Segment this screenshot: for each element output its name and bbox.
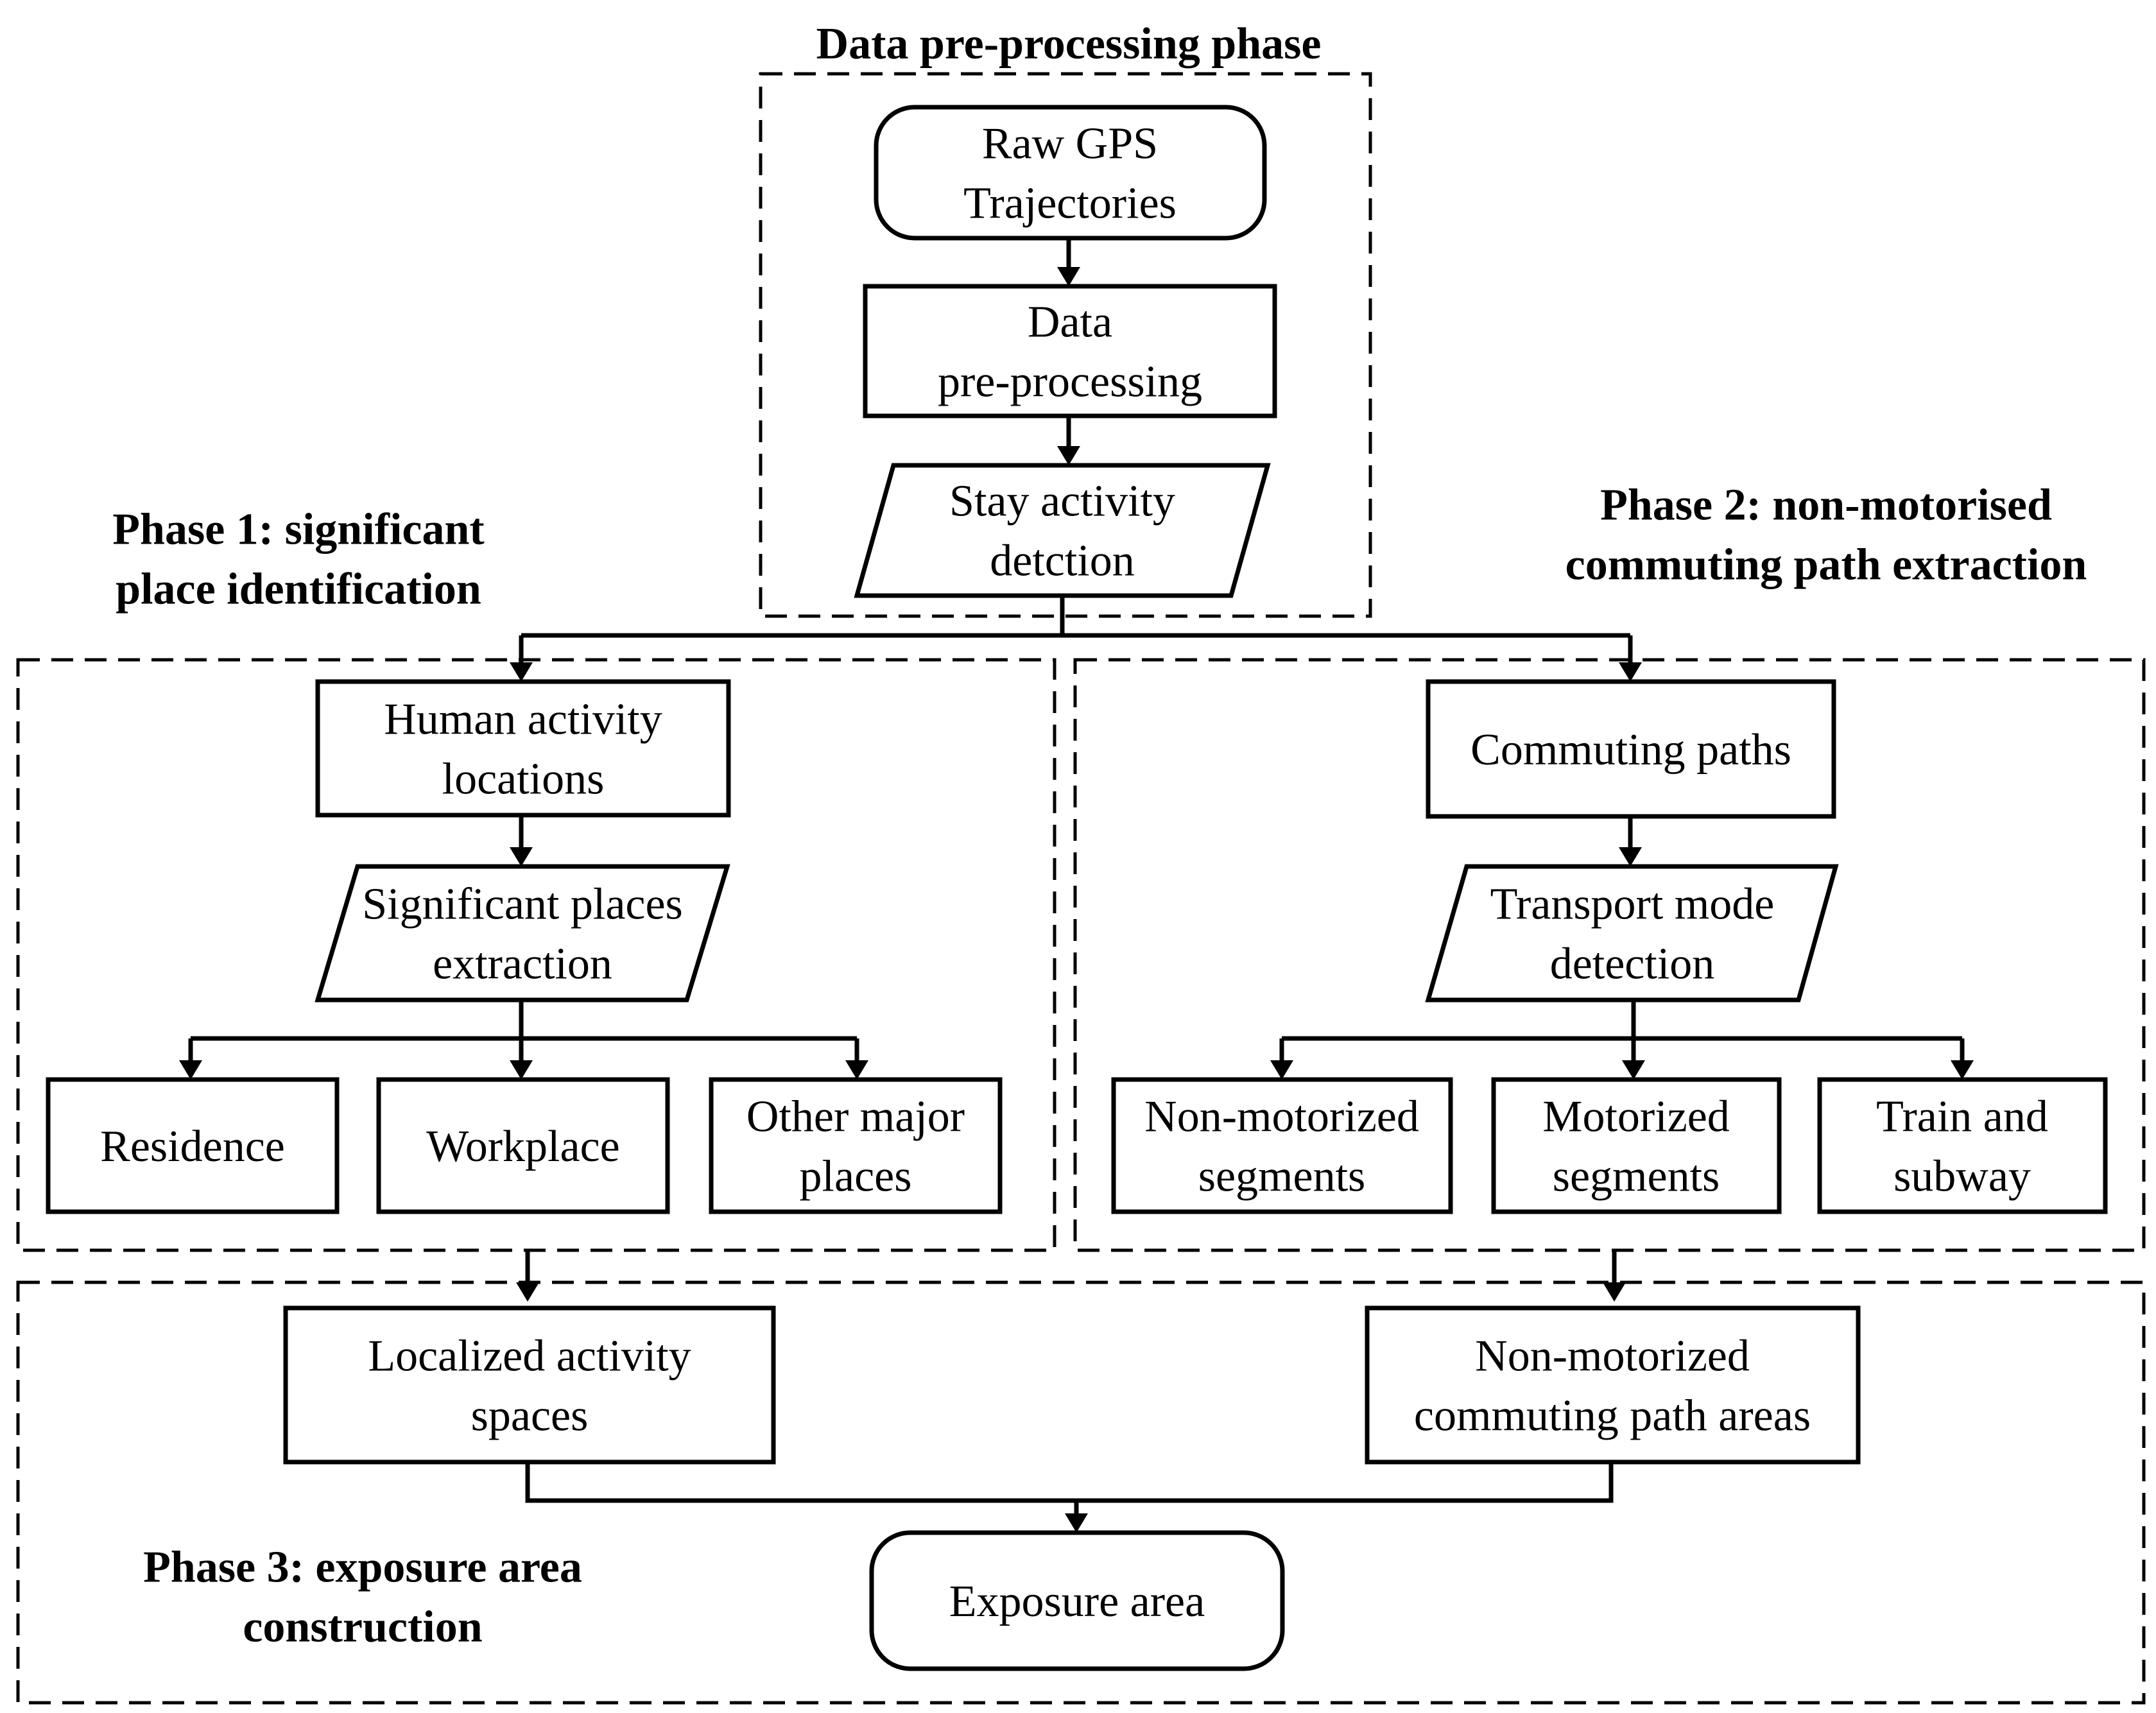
localized-activity-spaces-label: Localized activity spaces xyxy=(368,1332,691,1441)
arrowhead-significant-places xyxy=(510,847,533,866)
arrowhead-non-motorized-areas xyxy=(1603,1282,1626,1302)
localized-activity-spaces-node xyxy=(283,1305,776,1465)
data-preprocessing-label: Data pre-processing xyxy=(938,298,1202,407)
transport-mode-detection-label-line: Transport mode xyxy=(1490,880,1775,929)
exposure-area-label-line: Exposure area xyxy=(949,1577,1205,1626)
arrowhead-preprocessing xyxy=(1057,267,1080,286)
motorized-segments-label-line: segments xyxy=(1553,1152,1720,1201)
data-preprocessing-label-line: Data xyxy=(1028,298,1112,347)
raw-gps-trajectories-node xyxy=(874,105,1267,241)
phase2-title-line: commuting path extraction xyxy=(1565,540,2087,590)
transport-mode-detection-label-line: detection xyxy=(1550,940,1715,989)
train-and-subway-label-line: subway xyxy=(1893,1152,2031,1201)
other-major-places-label-line: places xyxy=(800,1152,912,1201)
non-motorized-segments-label-line: segments xyxy=(1198,1152,1366,1201)
phase1-title-line: Phase 1: significant xyxy=(112,505,484,555)
non-motorized-commuting-path-areas-label: Non-motorized commuting path areas xyxy=(1414,1332,1811,1441)
workplace-label-line: Workplace xyxy=(426,1122,619,1171)
preprocessing-phase-title: Data pre-processing phase xyxy=(816,19,1322,69)
commuting-paths-label-line: Commuting paths xyxy=(1470,725,1791,775)
data-preprocessing-node xyxy=(863,284,1277,418)
arrowhead-commuting-paths xyxy=(1619,662,1642,682)
raw-gps-trajectories-label: Raw GPS Trajectories xyxy=(963,119,1177,228)
residence-label-line: Residence xyxy=(100,1122,285,1171)
raw-gps-trajectories-label-line: Raw GPS xyxy=(982,119,1158,169)
phase3-title: Phase 3: exposure area construction xyxy=(143,1543,582,1652)
human-activity-locations-label-line: locations xyxy=(442,755,605,804)
stay-activity-detection-label-line: Stay activity xyxy=(949,477,1175,526)
stay-activity-detection-node xyxy=(854,463,1271,598)
preprocessing-phase-title-line: Data pre-processing phase xyxy=(816,19,1322,69)
phase1-title-line: place identification xyxy=(116,565,481,614)
arrowhead-motorized-segments xyxy=(1622,1060,1645,1080)
arrowhead-workplace xyxy=(510,1060,533,1080)
arrowhead-stay xyxy=(1057,446,1080,465)
phase3-region xyxy=(16,1280,2146,1705)
significant-places-extraction-node xyxy=(315,864,730,1003)
motorized-segments-label: Motorized segments xyxy=(1542,1092,1730,1201)
commuting-paths-label: Commuting paths xyxy=(1470,725,1791,775)
non-motorized-commuting-path-areas-label-line: Non-motorized xyxy=(1475,1332,1750,1381)
non-motorized-commuting-path-areas-label-line: commuting path areas xyxy=(1414,1391,1811,1441)
exposure-area-label: Exposure area xyxy=(949,1577,1205,1626)
train-and-subway-label-line: Train and xyxy=(1876,1092,2048,1142)
data-preprocessing-label-line: pre-processing xyxy=(938,357,1202,407)
phase2-title-line: Phase 2: non-motorised xyxy=(1600,481,2052,530)
human-activity-locations-label: Human activity locations xyxy=(384,695,662,804)
human-activity-locations-node xyxy=(315,679,731,818)
stay-activity-detection-label: Stay activity detction xyxy=(949,477,1175,586)
stay-activity-detection-label-line: detction xyxy=(990,537,1134,586)
other-major-places-label: Other major places xyxy=(746,1092,965,1201)
significant-places-extraction-label: Significant places extraction xyxy=(362,880,683,989)
motorized-segments-label-line: Motorized xyxy=(1542,1092,1730,1142)
motorized-segments-node xyxy=(1491,1077,1782,1214)
other-major-places-node xyxy=(709,1077,1003,1214)
residence-label: Residence xyxy=(100,1122,285,1171)
workplace-node xyxy=(376,1077,670,1214)
significant-places-extraction-label-line: extraction xyxy=(433,940,612,989)
phase2-title: Phase 2: non-motorised commuting path ext… xyxy=(1565,481,2087,590)
localized-activity-spaces-label-line: Localized activity xyxy=(368,1332,691,1381)
preprocessing-region xyxy=(759,72,1372,618)
non-motorized-segments-node xyxy=(1111,1077,1453,1214)
non-motorized-commuting-path-areas-node xyxy=(1365,1305,1861,1465)
non-motorized-segments-label: Non-motorized segments xyxy=(1144,1092,1419,1201)
connector-merge xyxy=(525,1462,1614,1503)
residence-node xyxy=(46,1077,340,1214)
arrowhead-exposure-area xyxy=(1065,1513,1088,1533)
exposure-area-node xyxy=(869,1530,1285,1671)
phase2-region xyxy=(1073,658,2146,1252)
workplace-label: Workplace xyxy=(426,1122,619,1171)
transport-mode-detection-label: Transport mode detection xyxy=(1490,880,1775,989)
phase1-title: Phase 1: significant place identification xyxy=(112,505,484,614)
non-motorized-segments-label-line: Non-motorized xyxy=(1144,1092,1419,1142)
arrowhead-human-activity xyxy=(510,662,533,682)
arrowhead-residence xyxy=(179,1060,202,1080)
arrowhead-other-places xyxy=(845,1060,868,1080)
arrowhead-transport-mode xyxy=(1619,847,1642,866)
other-major-places-label-line: Other major xyxy=(746,1092,965,1142)
arrowhead-localized-activity xyxy=(516,1282,539,1302)
human-activity-locations-label-line: Human activity xyxy=(384,695,662,745)
arrowhead-train-subway xyxy=(1951,1060,1974,1080)
train-and-subway-node xyxy=(1817,1077,2108,1214)
train-and-subway-label: Train and subway xyxy=(1876,1092,2048,1201)
phase3-title-line: construction xyxy=(243,1603,482,1652)
transport-mode-detection-node xyxy=(1425,864,1839,1003)
commuting-paths-node xyxy=(1426,679,1836,819)
phase1-region xyxy=(16,658,1056,1252)
raw-gps-trajectories-label-line: Trajectories xyxy=(963,179,1177,228)
phase3-title-line: Phase 3: exposure area xyxy=(143,1543,582,1592)
significant-places-extraction-label-line: Significant places xyxy=(362,880,683,929)
localized-activity-spaces-label-line: spaces xyxy=(471,1391,589,1441)
arrowhead-non-motorized-segments xyxy=(1270,1060,1293,1080)
connectors xyxy=(179,238,1974,1533)
